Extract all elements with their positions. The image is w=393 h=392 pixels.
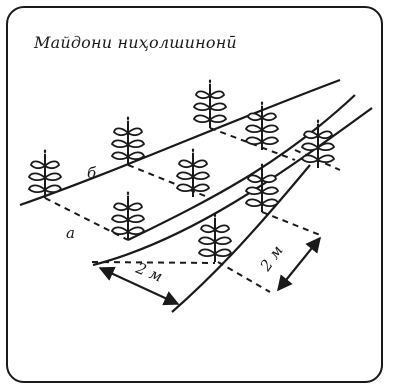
diagram-title: Майдони ниҳолшинонӣ <box>34 33 237 52</box>
row-label-a: а <box>66 224 75 242</box>
plant-icon <box>193 78 227 129</box>
row-line-2 <box>127 94 356 241</box>
row-line-3 <box>92 107 373 267</box>
plant-icon <box>111 190 145 241</box>
plant-icon <box>28 148 62 199</box>
plant-distance-label: 2 м <box>256 242 287 275</box>
diagram-frame <box>6 6 383 383</box>
plant-icon <box>245 100 279 151</box>
plant-icon <box>176 147 210 198</box>
plant-icon <box>111 115 145 166</box>
row-label-b: б <box>87 164 97 182</box>
row-line-4 <box>171 164 311 313</box>
plant-spacing-arrow <box>277 236 321 292</box>
plant-icon <box>301 118 335 169</box>
plant-icon <box>245 162 279 213</box>
row-spacing-arrow <box>98 266 180 306</box>
